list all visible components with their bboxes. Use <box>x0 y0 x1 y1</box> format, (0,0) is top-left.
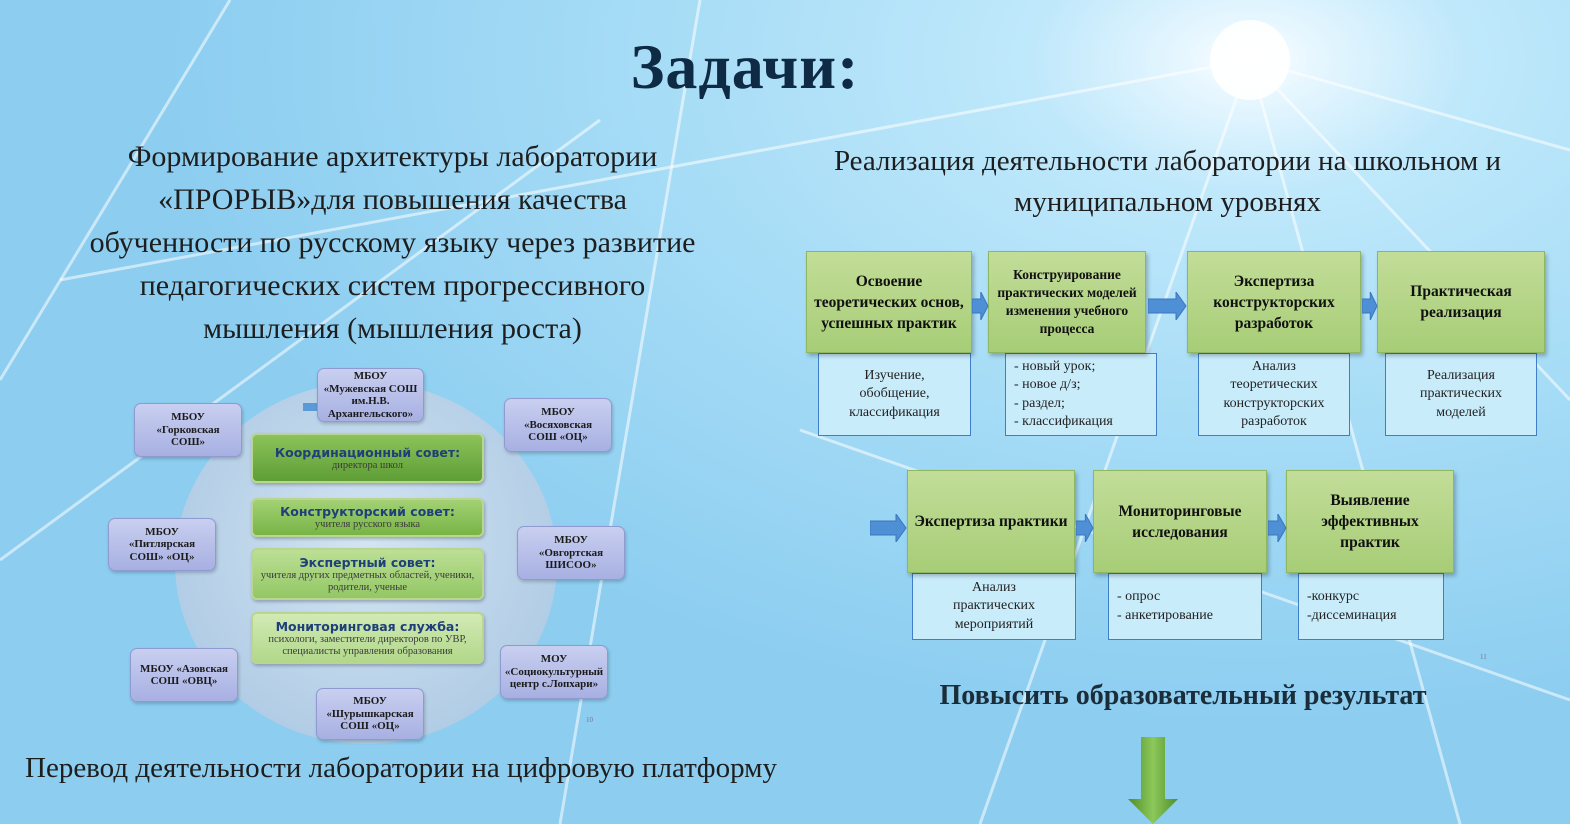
step-detail-line: конструкторских <box>1223 395 1325 411</box>
right-arrow-icon <box>1268 514 1287 542</box>
step-detail-line: - раздел; <box>1014 395 1065 411</box>
left-text-line: педагогических систем прогрессивного <box>139 269 646 302</box>
left-task-text: Формирование архитектуры лаборатории «ПР… <box>40 135 745 350</box>
slide-title: Задачи: <box>630 31 860 102</box>
school-box: МБОУ «Овгортская ШИСОО» <box>517 526 625 580</box>
process-step: Освоение теоретических основ, успешных п… <box>806 251 972 353</box>
process-step: Экспертиза конструкторских разработок <box>1187 251 1361 353</box>
step-detail-box: Изучение, обобщение, классификация <box>818 353 971 436</box>
step-detail-line: практических <box>1419 386 1503 402</box>
process-step: Выявление эффективных практик <box>1286 470 1454 573</box>
school-box: МБОУ «Горковская СОШ» <box>134 403 242 457</box>
process-step: Практическая реализация <box>1377 251 1545 353</box>
down-arrow-icon <box>1128 737 1178 824</box>
step-detail-line: классификация <box>849 404 940 420</box>
school-box: МБОУ «Азовская СОШ «ОВЦ» <box>130 648 238 702</box>
step-detail-line: теоретических <box>1230 377 1318 392</box>
step-detail-box: - новый урок; - новое д/з; - раздел; - клас… <box>1005 353 1157 436</box>
process-step: Конструирование практических моделей изм… <box>988 251 1146 353</box>
council-heading: Координационный совет: <box>274 444 461 460</box>
step-detail-line: моделей <box>1436 404 1486 420</box>
connector-mark <box>303 403 319 411</box>
council-heading: Экспертный совет: <box>299 554 436 570</box>
step-detail-line: Изучение, <box>864 367 925 383</box>
school-box: МБОУ «Шурышкарская СОШ «ОЦ» <box>316 688 424 740</box>
process-step: Мониторинговые исследования <box>1093 470 1267 573</box>
step-detail-line: - классификация <box>1014 414 1113 429</box>
step-detail-line: практических <box>952 598 1036 614</box>
council-coordination: Координационный совет:директора школ <box>251 433 484 483</box>
left-text-line: обученности по русскому языку через разв… <box>89 226 696 259</box>
step-detail-line: Анализ <box>972 579 1016 595</box>
step-detail-box: - опрос - анкетирование <box>1108 573 1262 640</box>
step-detail-box: Анализ практических мероприятий <box>912 573 1076 640</box>
right-arrow-icon <box>870 514 907 542</box>
right-arrow-icon <box>1148 292 1187 320</box>
step-detail-line: разработок <box>1241 414 1307 429</box>
step-detail-box: Реализация практических моделей <box>1385 353 1537 436</box>
council-expert: Экспертный совет:учителя других предметн… <box>251 548 484 600</box>
right-arrow-icon <box>972 292 989 320</box>
light-flare <box>1210 20 1290 100</box>
step-detail-line: -конкурс <box>1307 589 1360 604</box>
council-monitoring: Мониторинговая служба:психологи, замести… <box>251 612 484 664</box>
council-members: учителя русского языка <box>314 519 421 530</box>
step-detail-box: Анализ теоретических конструкторских разраб… <box>1198 353 1350 436</box>
result-text: Повысить образовательный результат <box>939 680 1427 711</box>
page-number: 11 <box>1480 653 1487 661</box>
bottom-task-text: Перевод деятельности лаборатории на цифр… <box>25 752 777 784</box>
left-text-line: «ПРОРЫВ»для повышения качества <box>158 183 627 216</box>
page-number: 10 <box>586 716 593 724</box>
step-detail-box: -конкурс -диссеминация <box>1298 573 1444 640</box>
step-detail-line: - новый урок; <box>1014 358 1096 374</box>
process-step: Экспертиза практики <box>907 470 1075 573</box>
right-text-line: Реализация деятельности лаборатории на ш… <box>833 145 1502 177</box>
council-members: учителя других предметных областей, учен… <box>260 569 475 593</box>
left-text-line: мышления (мышления роста) <box>203 312 582 345</box>
school-box: МБОУ «Питлярская СОШ» «ОЦ» <box>108 518 216 571</box>
step-detail-line: обобщение, <box>859 386 930 402</box>
left-text-line: Формирование архитектуры лаборатории <box>127 140 658 173</box>
step-detail-line: -диссеминация <box>1307 607 1397 623</box>
right-arrow-icon <box>1362 292 1378 320</box>
right-text-line: муниципальном уровнях <box>1014 186 1321 218</box>
step-detail-line: Анализ <box>1252 358 1296 374</box>
school-box: МБОУ «Восяховская СОШ «ОЦ» <box>504 398 612 452</box>
council-heading: Конструкторский совет: <box>280 504 455 519</box>
step-detail-line: Реализация <box>1427 367 1495 383</box>
right-task-text: Реализация деятельности лаборатории на ш… <box>775 141 1560 223</box>
council-members: психологи, заместители директоров по УВР… <box>268 633 467 657</box>
step-detail-line: мероприятий <box>954 616 1034 632</box>
school-box: МОУ «Социокультурный центр с.Лопхари» <box>500 645 608 699</box>
step-detail-line: - новое д/з; <box>1014 377 1081 392</box>
council-design: Конструкторский совет:учителя русского я… <box>251 498 484 537</box>
step-detail-line: - анкетирование <box>1117 607 1213 623</box>
council-members: директора школ <box>331 459 404 471</box>
school-box: МБОУ «Мужевская СОШ им.Н.В. Архангельско… <box>317 368 424 422</box>
step-detail-line: - опрос <box>1117 589 1161 604</box>
right-arrow-icon <box>1076 514 1094 542</box>
council-heading: Мониторинговая служба: <box>275 618 460 634</box>
